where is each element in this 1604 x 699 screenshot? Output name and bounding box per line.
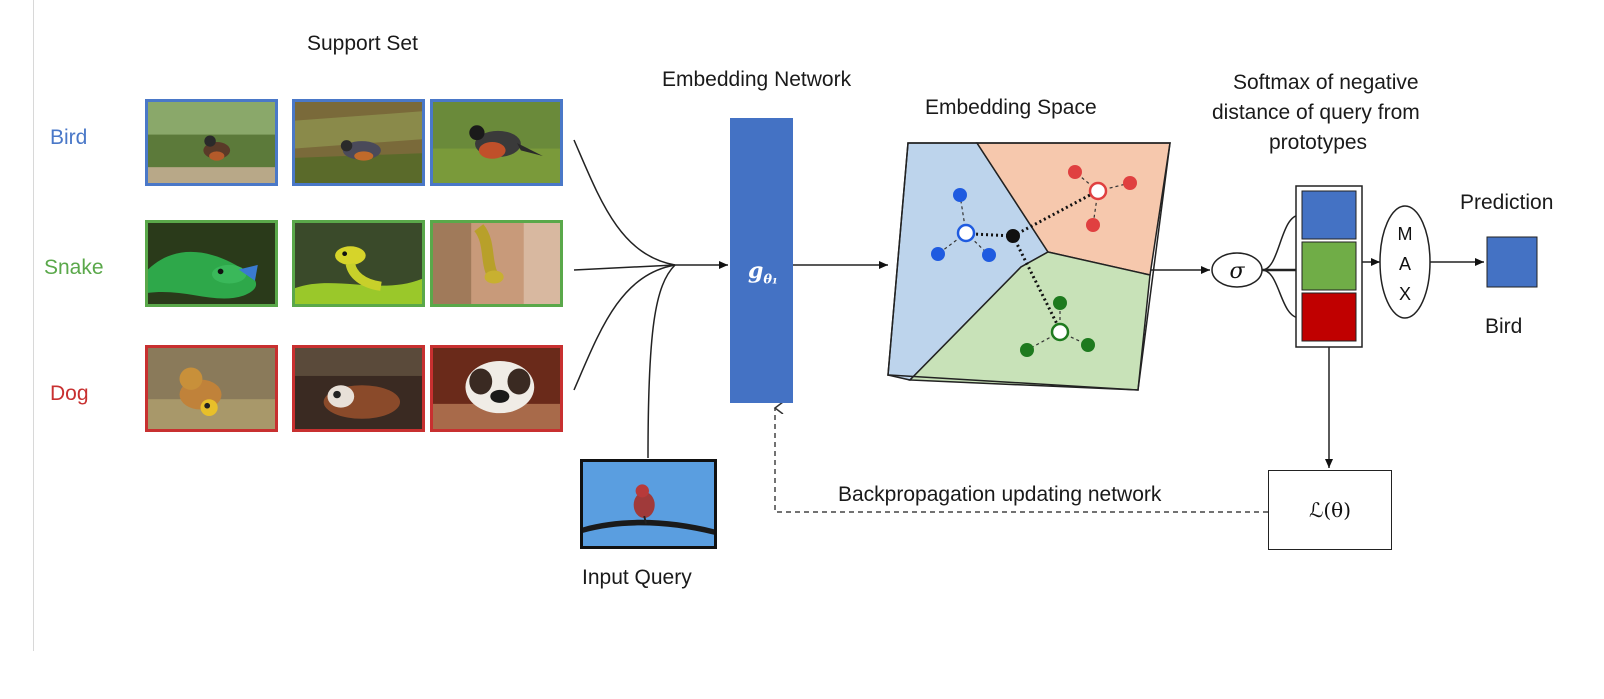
query-embedding [973, 193, 1091, 325]
backprop-path [775, 408, 1268, 513]
snake-cluster [1020, 296, 1095, 357]
network-symbol: g [748, 258, 764, 284]
softmax-bar-dog [1301, 292, 1357, 342]
max-letter-a: A [1399, 254, 1411, 274]
space-outline [887, 142, 1171, 391]
support-image-snake-1 [145, 220, 278, 307]
embedding-network-title: Embedding Network [662, 68, 852, 91]
support-image-dog-2 [292, 345, 425, 432]
support-image-bird-1 [145, 99, 278, 186]
softmax-title-line-2: distance of query from [1212, 101, 1420, 124]
max-letter-m: M [1398, 224, 1413, 244]
bird-cluster [931, 188, 996, 262]
query-connector [647, 264, 676, 459]
backprop-label: Backpropagation updating network [838, 483, 1162, 506]
class-label-snake: Snake [44, 256, 104, 279]
left-frame-line [33, 0, 34, 651]
loss-label: ℒ(θ) [1308, 498, 1352, 522]
input-query-label: Input Query [582, 566, 692, 589]
class-label-dog: Dog [50, 382, 89, 405]
embedding-space-title: Embedding Space [925, 96, 1097, 119]
support-image-bird-3 [430, 99, 563, 186]
support-image-snake-3 [430, 220, 563, 307]
input-query-image [580, 459, 717, 549]
network-function-symbol: gθ₁ [748, 258, 778, 287]
sigma-symbol: σ [1229, 259, 1245, 284]
softmax-title-line-1: Softmax of negative [1233, 71, 1419, 94]
sigma-to-bottom-bar [1261, 269, 1301, 319]
support-image-dog-3 [430, 345, 563, 432]
support-image-bird-2 [292, 99, 425, 186]
softmax-bar-bird [1301, 190, 1357, 240]
support-image-dog-1 [145, 345, 278, 432]
network-subscript: θ₁ [763, 272, 778, 288]
prediction-box [1486, 236, 1538, 288]
loss-box: ℒ(θ) [1268, 470, 1392, 550]
softmax-title-line-3: prototypes [1269, 131, 1368, 154]
snake-connector [573, 264, 676, 271]
bird-connector [573, 139, 676, 266]
support-image-snake-2 [292, 220, 425, 307]
snake-region [908, 251, 1151, 391]
softmax-bar-snake [1301, 241, 1357, 291]
dog-cluster [1068, 165, 1137, 232]
class-label-bird: Bird [50, 126, 88, 149]
prediction-title: Prediction [1460, 191, 1554, 214]
sigma-to-top-bar [1261, 214, 1301, 271]
support-set-title: Support Set [307, 32, 418, 55]
max-letter-x: X [1399, 284, 1411, 304]
prediction-label: Bird [1485, 315, 1523, 338]
embedding-network-box [730, 118, 793, 403]
dog-connector [573, 264, 676, 391]
